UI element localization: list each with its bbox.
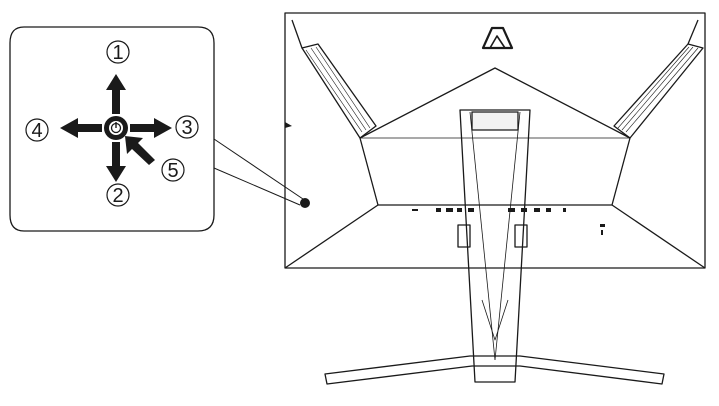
callout-2: 2 — [112, 185, 123, 207]
joystick-callout: 1 2 3 4 5 — [9, 26, 304, 232]
side-mark — [285, 122, 292, 128]
stand-neck — [459, 109, 531, 383]
callout-3: 3 — [181, 117, 192, 139]
aoc-logo-icon — [481, 26, 514, 50]
callout-1: 1 — [112, 42, 123, 64]
leader-line-bottom — [213, 167, 301, 206]
joystick-button-icon — [104, 116, 128, 140]
arrow-up-icon — [106, 74, 126, 114]
press-arrow-icon — [125, 136, 155, 165]
arrow-right-icon — [130, 118, 172, 138]
stand-base — [324, 355, 665, 385]
callout-5: 5 — [167, 160, 178, 182]
callout-4: 4 — [31, 120, 42, 142]
monitor-rear-view — [284, 12, 706, 385]
ports-row — [412, 208, 605, 235]
right-vent — [613, 43, 704, 139]
joystick-button[interactable] — [300, 198, 310, 208]
left-vent — [301, 43, 377, 139]
arrow-left-icon — [60, 118, 102, 138]
leader-line-top — [213, 138, 304, 200]
center-back-cover — [359, 67, 631, 206]
monitor-housing — [284, 12, 706, 269]
arrow-down-icon — [106, 142, 126, 182]
